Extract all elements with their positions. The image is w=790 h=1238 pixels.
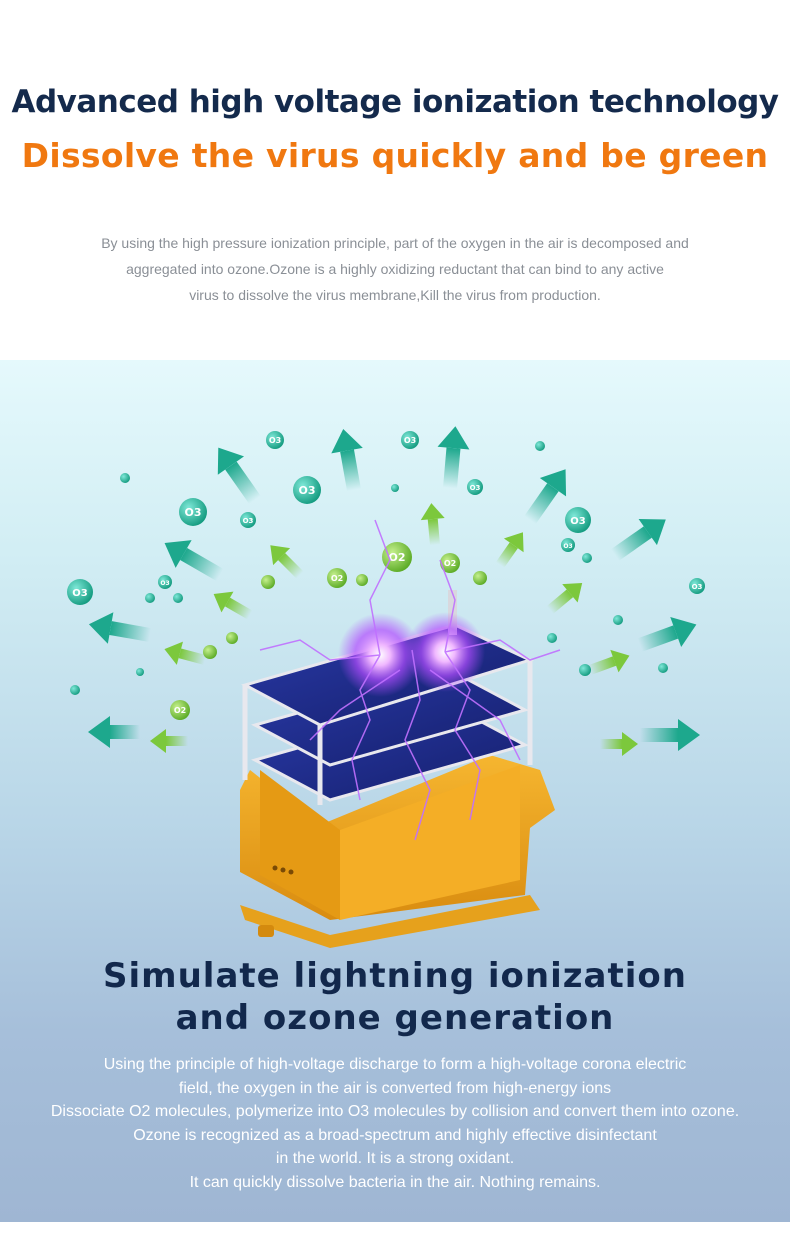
svg-text:O3: O3 [243, 517, 254, 525]
svg-text:O3: O3 [404, 436, 416, 445]
teal-arrows [88, 426, 700, 751]
description-line: It can quickly dissolve bacteria in the … [189, 1173, 601, 1191]
intro-paragraph: By using the high pressure ionization pr… [60, 230, 730, 308]
description-line: Dissociate O2 molecules, polymerize into… [50, 1103, 740, 1120]
intro-line: By using the high pressure ionization pr… [101, 235, 689, 251]
description-line: Using the principle of high-voltage disc… [103, 1056, 687, 1073]
svg-text:O3: O3 [563, 543, 572, 550]
svg-text:O3: O3 [184, 506, 201, 519]
svg-text:O2: O2 [388, 551, 405, 564]
bottom-margin [0, 1222, 790, 1238]
section-title-line: and ozone generation [175, 998, 615, 1038]
ozone-molecules: O3 O3 O3 O3 O3 O3 O3 O3 O3 O3 O3 [67, 431, 705, 695]
description-line: in the world. It is a strong oxidant. [275, 1150, 515, 1167]
svg-text:O3: O3 [298, 484, 315, 497]
ionizer-device [240, 519, 561, 948]
section-title-line: Simulate lightning ionization [103, 956, 687, 996]
subheadline: Dissolve the virus quickly and be green [21, 136, 769, 175]
headline: Advanced high voltage ionization technol… [11, 84, 779, 120]
oxygen-molecules: O2 O2 O2 O2 [170, 542, 487, 720]
intro-line: aggregated into ozone.Ozone is a highly … [126, 261, 664, 277]
svg-text:O3: O3 [692, 583, 703, 591]
description-line: Ozone is recognized as a broad-spectrum … [133, 1126, 657, 1144]
header-section: Advanced high voltage ionization technol… [0, 0, 790, 360]
svg-text:O3: O3 [72, 588, 88, 599]
svg-text:O2: O2 [331, 574, 343, 583]
svg-text:O3: O3 [269, 436, 281, 445]
description-line: field, the oxygen in the air is converte… [178, 1079, 612, 1097]
svg-text:O3: O3 [160, 580, 169, 587]
svg-text:O2: O2 [174, 706, 186, 715]
svg-text:O3: O3 [470, 484, 481, 492]
green-arrows [150, 503, 638, 756]
section-title: Simulate lightning ionization and ozone … [0, 955, 790, 1039]
section-description: Using the principle of high-voltage disc… [0, 1053, 790, 1194]
ionizer-illustration: O3 O3 O3 O3 O3 O3 O3 O3 O3 O3 O3 O2 O2 O… [67, 426, 705, 948]
svg-text:O3: O3 [570, 516, 586, 527]
intro-line: virus to dissolve the virus membrane,Kil… [189, 287, 601, 303]
svg-text:O2: O2 [444, 559, 456, 568]
illustration-panel [0, 360, 790, 1222]
